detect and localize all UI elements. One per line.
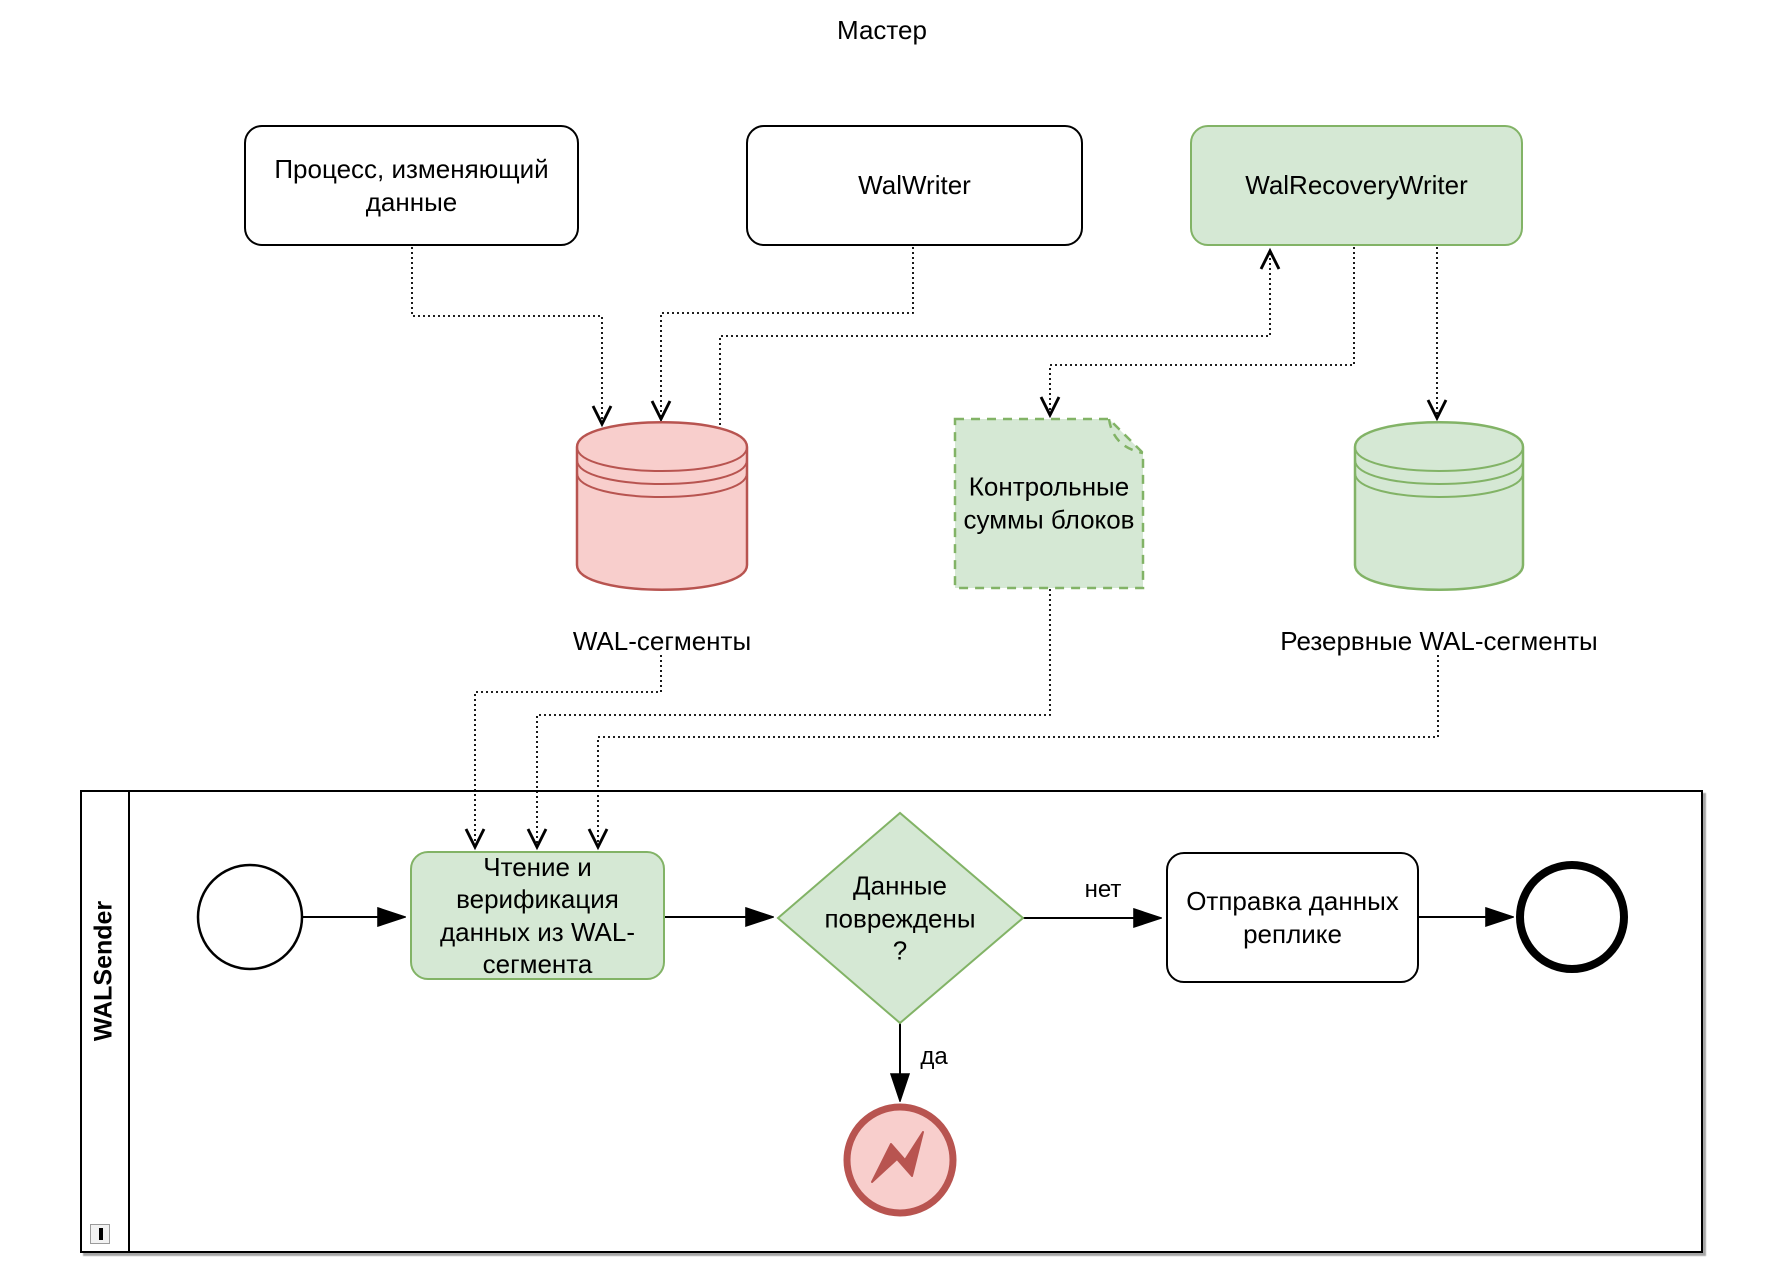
edge-walwriter-to-walsegments bbox=[650, 247, 914, 423]
edge-process-to-walsegments bbox=[411, 247, 613, 428]
edge-walsegments-to-walrecoverywriter bbox=[719, 247, 1281, 430]
diagram-title: Мастер bbox=[837, 14, 927, 45]
walsender-lane-header bbox=[82, 792, 130, 1251]
process-node: Процесс, изменяющий данные bbox=[244, 125, 579, 246]
collapsed-marker-icon bbox=[90, 1224, 110, 1244]
walwriter-node-label: WalWriter bbox=[858, 170, 971, 201]
edge-label-no: нет bbox=[1084, 876, 1122, 903]
backup-wal-segments-label: Резервные WAL-сегменты bbox=[1280, 625, 1598, 656]
walwriter-node: WalWriter bbox=[746, 125, 1083, 246]
walsender-lane-label: WALSender bbox=[89, 900, 118, 1042]
process-node-label: Процесс, изменяющий данные bbox=[274, 154, 549, 217]
corrupted-gateway-diamond bbox=[776, 811, 1025, 1025]
wal-segments-label: WAL-сегменты bbox=[572, 625, 752, 656]
edge-walrecoverywriter-to-checksums bbox=[1039, 247, 1355, 419]
walrecoverywriter-node: WalRecoveryWriter bbox=[1190, 125, 1523, 246]
start-event bbox=[196, 863, 304, 971]
edge-label-yes: да bbox=[920, 1043, 948, 1070]
send-replica-task-label: Отправка данных реплике bbox=[1186, 886, 1399, 949]
edge-backupsegments-to-readtask bbox=[587, 655, 1439, 851]
read-verify-task-label: Чтение и верификация данных из WAL- сегм… bbox=[440, 851, 635, 980]
backup-wal-segments-cylinder bbox=[1353, 421, 1525, 591]
edge-walsegments-to-readtask bbox=[464, 655, 662, 851]
wal-segments-cylinder bbox=[575, 421, 749, 591]
corrupted-gateway-label: Данные повреждены ? bbox=[824, 870, 976, 966]
walrecoverywriter-node-label: WalRecoveryWriter bbox=[1245, 170, 1468, 201]
send-replica-task: Отправка данных реплике bbox=[1166, 852, 1419, 983]
walsender-pool bbox=[80, 790, 1703, 1253]
checksums-note-label: Контрольные суммы блоков bbox=[963, 471, 1135, 535]
lightning-bolt-icon bbox=[871, 1131, 924, 1183]
edge-checksums-to-readtask bbox=[526, 589, 1051, 851]
read-verify-task: Чтение и верификация данных из WAL- сегм… bbox=[410, 851, 665, 980]
checksums-note-shape bbox=[953, 417, 1145, 590]
end-event bbox=[1516, 861, 1628, 973]
